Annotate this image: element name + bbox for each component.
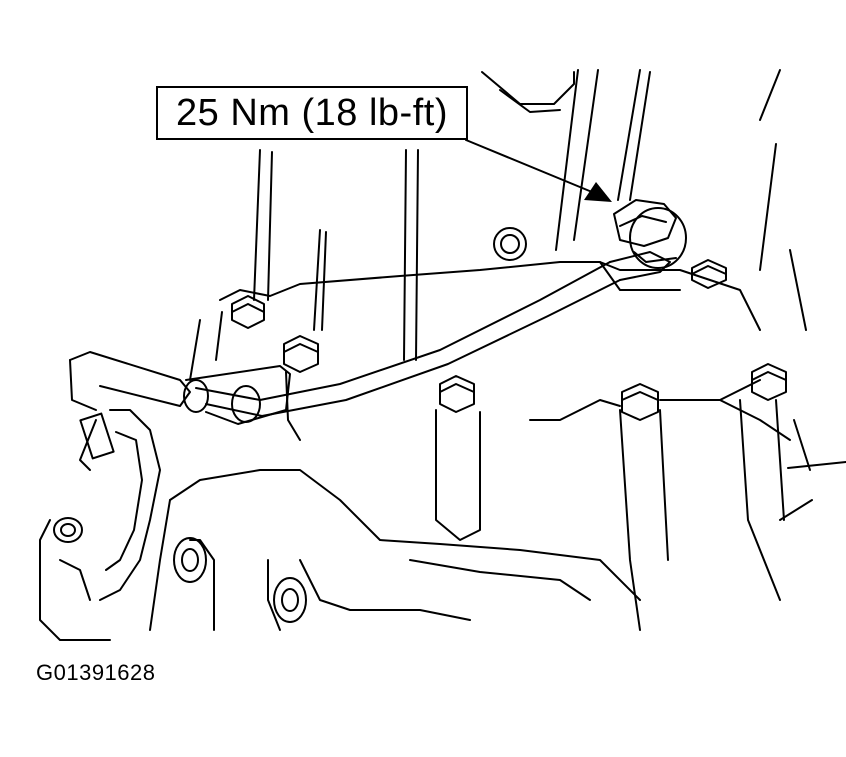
transmission-case-outline — [189, 149, 791, 441]
bolt-4 — [621, 383, 659, 421]
bolt-6 — [691, 259, 727, 289]
bolt-5 — [751, 363, 787, 401]
torque-spec-label: 25 Nm (18 lb-ft) — [176, 91, 448, 134]
case-bolts — [231, 227, 787, 541]
torque-callout-box: 25 Nm (18 lb-ft) — [156, 86, 468, 140]
figure-id-label: G01391628 — [36, 660, 156, 685]
drain-plug — [493, 227, 527, 261]
housing-right-edges — [555, 69, 846, 521]
callout-arrowhead — [584, 182, 612, 202]
callout-leader — [465, 139, 593, 193]
torqued-ground-bolt — [613, 199, 687, 269]
bolt-2 — [283, 335, 319, 441]
bolt-1 — [231, 295, 265, 329]
bolt-3 — [435, 375, 481, 541]
upper-flange-bolt — [481, 71, 575, 113]
lower-housing — [149, 399, 785, 631]
left-bracket — [39, 351, 191, 641]
ground-strap — [183, 251, 671, 425]
